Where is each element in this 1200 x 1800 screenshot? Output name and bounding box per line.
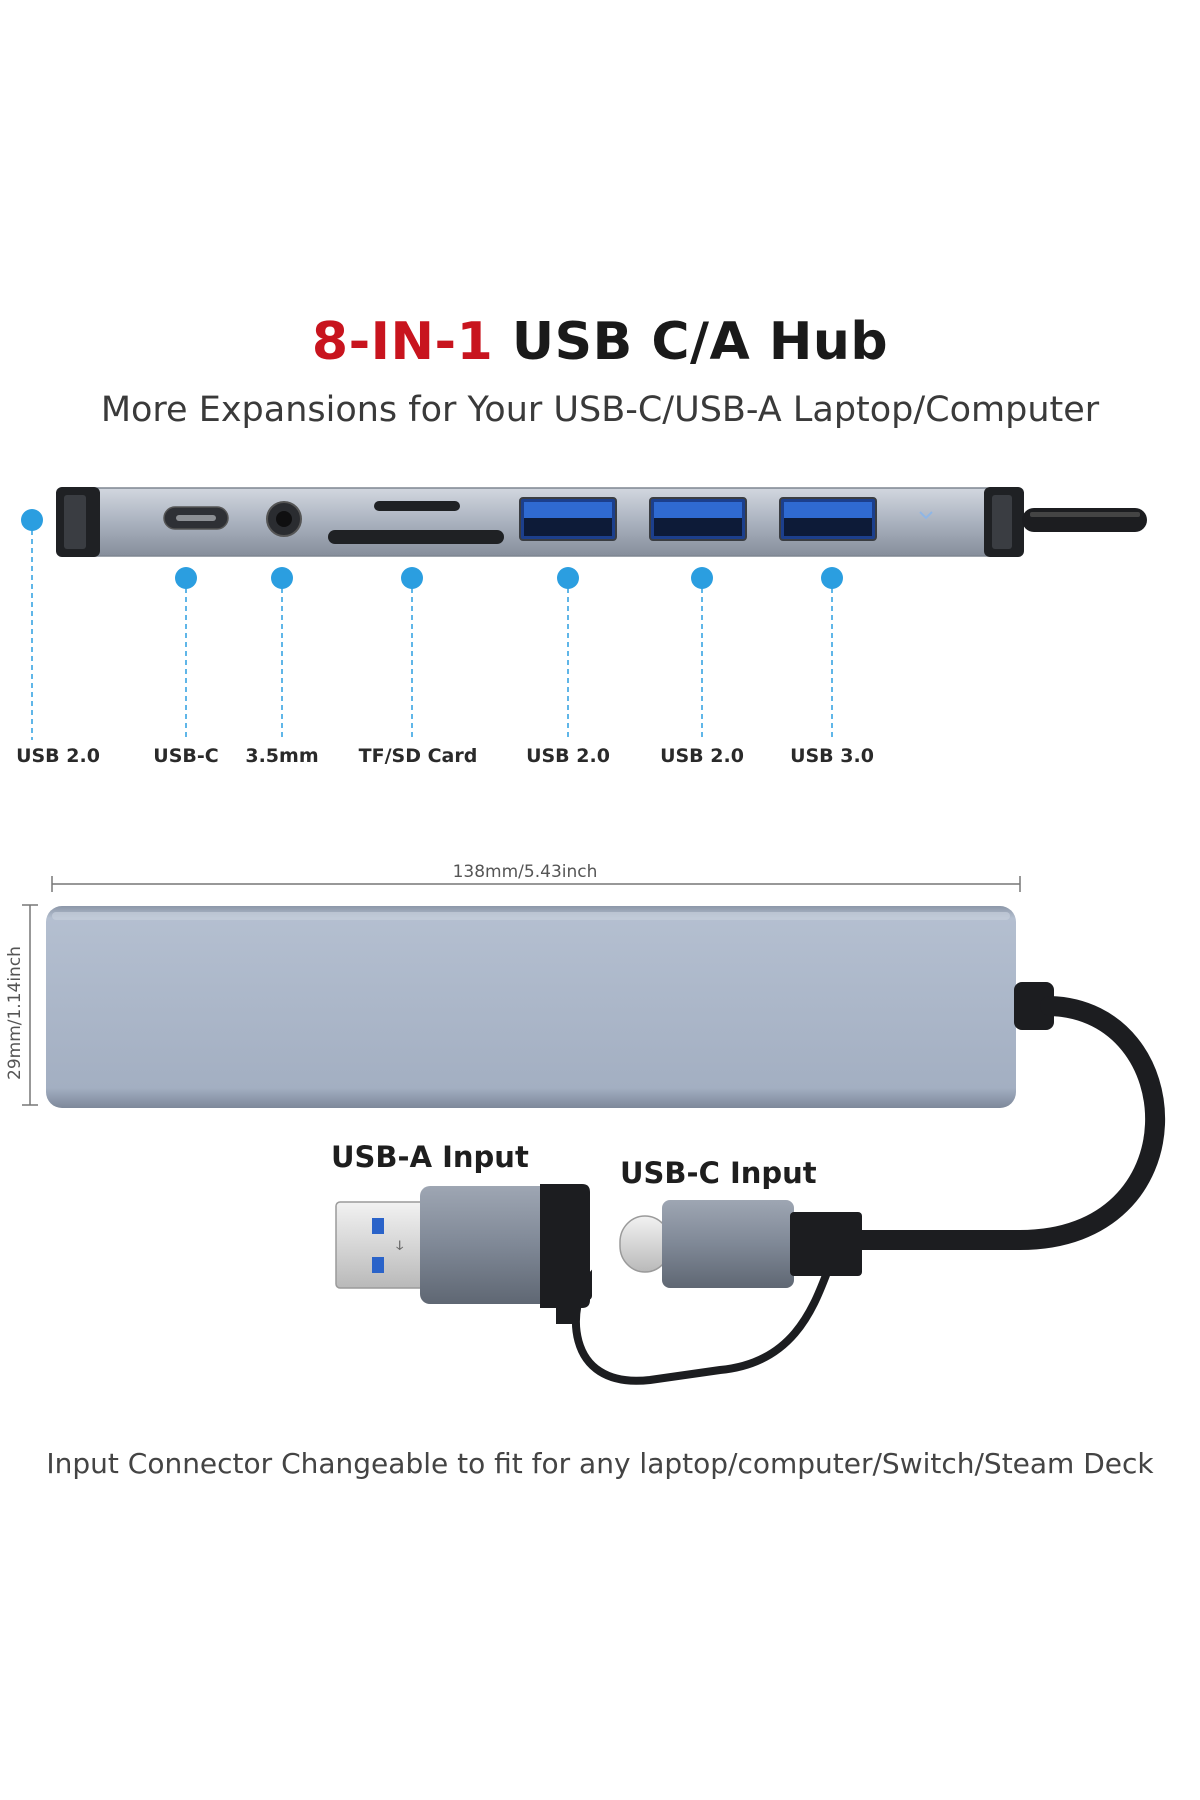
usb-a-port-icon <box>779 497 877 541</box>
footer-caption: Input Connector Changeable to fit for an… <box>46 1447 1154 1480</box>
dimension-height: 29mm/1.14inch <box>5 946 25 1080</box>
port-label-card: TF/SD Card <box>358 745 478 767</box>
usb-a-input-label: USB-A Input <box>331 1140 529 1174</box>
port-label-usb3: USB 3.0 <box>790 745 874 767</box>
usb-a-port-icon <box>649 497 747 541</box>
usb-c-input-label: USB-C Input <box>620 1156 817 1190</box>
port-label-usb2-left: USB 2.0 <box>16 745 100 767</box>
usb-c-port-icon <box>163 506 229 530</box>
port-label-usbc: USB-C <box>153 745 219 767</box>
usb-c-input-plug <box>619 1200 862 1288</box>
page-subtitle: More Expansions for Your USB-C/USB-A Lap… <box>100 390 1100 430</box>
svg-text:ↆ: ↆ <box>396 1238 404 1254</box>
dimension-width: 138mm/5.43inch <box>452 862 598 882</box>
hub-front-view <box>56 487 1147 557</box>
port-label-usb2-a: USB 2.0 <box>526 745 610 767</box>
title-rest: USB C/A Hub <box>493 312 889 372</box>
page-title: 8-IN-1 USB C/A Hub <box>0 312 1200 372</box>
port-callouts <box>21 509 843 740</box>
usb-a-input-plug: ↆ <box>335 1184 590 1324</box>
usb-a-port-icon <box>519 497 617 541</box>
title-highlight: 8-IN-1 <box>311 312 494 372</box>
audio-jack-icon <box>266 501 302 537</box>
hub-top-view <box>46 906 1054 1108</box>
port-label-usb2-b: USB 2.0 <box>660 745 744 767</box>
led-indicator-icon <box>919 511 933 520</box>
card-slot-icon <box>328 501 504 544</box>
dimension-lines <box>22 876 1021 1106</box>
port-label-audio: 3.5mm <box>245 745 319 767</box>
